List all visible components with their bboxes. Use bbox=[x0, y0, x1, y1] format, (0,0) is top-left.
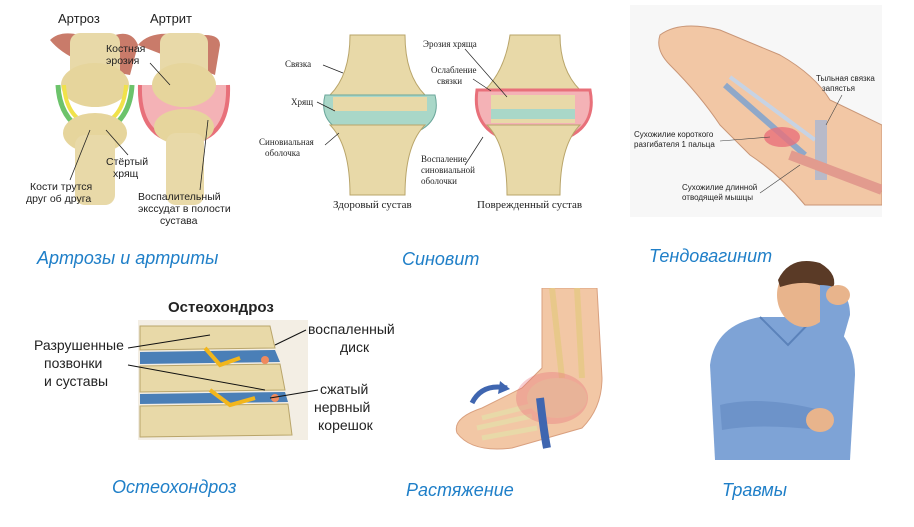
label-inflammation-2: синовиальной bbox=[421, 165, 475, 175]
label-inflamed-disc-2: диск bbox=[340, 339, 370, 355]
caption-osteochondrosis: Остеохондроз bbox=[112, 477, 237, 497]
label-long-tendon-2: отводящей мышцы bbox=[682, 193, 753, 202]
arthrosis-diagram: Артроз Артрит Костная эрозия Стёртый хря… bbox=[26, 11, 231, 227]
label-long-tendon-1: Сухожилие длинной bbox=[682, 183, 757, 192]
label-exudate-1: Воспалительный bbox=[138, 191, 221, 203]
title-arthrosis: Артроз bbox=[58, 11, 100, 26]
label-destroyed-2: позвонки bbox=[44, 355, 102, 371]
title-osteochondrosis: Остеохондроз bbox=[168, 299, 274, 316]
title-arthritis: Артрит bbox=[150, 11, 192, 26]
label-destroyed-1: Разрушенные bbox=[34, 337, 124, 353]
spine-illustration bbox=[138, 320, 308, 440]
label-weak-ligament-2: связки bbox=[437, 76, 462, 86]
label-short-tendon-1: Сухожилие короткого bbox=[634, 130, 714, 139]
label-worn-cartilage-1: Стёртый bbox=[106, 156, 148, 168]
label-exudate-2: экссудат в полости bbox=[138, 203, 231, 215]
label-nerve-3: корешок bbox=[318, 417, 374, 433]
synovitis-diagram: Связка Хрящ Синовиальная оболочка Эрозия… bbox=[259, 34, 593, 211]
caption-arthrosis: Артрозы и артриты bbox=[37, 248, 219, 268]
label-synovial-1: Синовиальная bbox=[259, 137, 314, 147]
label-bones-rub-1: Кости трутся bbox=[30, 181, 92, 193]
label-nerve-2: нервный bbox=[314, 399, 370, 415]
arthrosis-joint bbox=[50, 33, 138, 205]
caption-tendovaginitis: Тендовагинит bbox=[649, 246, 773, 266]
label-inflamed-disc-1: воспаленный bbox=[308, 321, 395, 337]
caption-synovitis: Синовит bbox=[402, 249, 480, 269]
label-weak-ligament-1: Ослабление bbox=[431, 65, 476, 75]
sprain-illustration bbox=[455, 288, 603, 450]
damaged-joint bbox=[474, 34, 593, 196]
label-worn-cartilage-2: хрящ bbox=[113, 168, 139, 180]
label-ligament: Связка bbox=[285, 59, 311, 69]
label-dorsal-ligament-1: Тыльная связка bbox=[816, 74, 875, 83]
label-bone-erosion-1: Костная bbox=[106, 43, 145, 55]
injury-photo bbox=[710, 261, 855, 460]
label-inflammation-3: оболочки bbox=[421, 176, 457, 186]
arthritis-joint bbox=[137, 33, 231, 205]
man-illustration bbox=[710, 261, 855, 460]
label-cartilage: Хрящ bbox=[291, 97, 313, 107]
label-healthy-joint: Здоровый сустав bbox=[333, 199, 412, 211]
label-destroyed-3: и суставы bbox=[44, 373, 108, 389]
label-bone-erosion-2: эрозия bbox=[106, 55, 139, 67]
label-cartilage-erosion: Эрозия хряща bbox=[423, 39, 477, 49]
healthy-joint bbox=[323, 34, 437, 196]
osteochondrosis-diagram: Остеохондроз Разрушенные позвонки и суст… bbox=[34, 299, 395, 440]
foot-illustration bbox=[455, 288, 603, 450]
hand-illustration bbox=[658, 25, 882, 206]
label-synovial-2: оболочка bbox=[265, 148, 300, 158]
label-nerve-1: сжатый bbox=[320, 381, 368, 397]
label-exudate-3: сустава bbox=[160, 215, 198, 227]
label-damaged-joint: Поврежденный сустав bbox=[477, 199, 582, 211]
label-bones-rub-2: друг об друга bbox=[26, 193, 91, 205]
caption-sprain: Растяжение bbox=[406, 480, 514, 500]
label-dorsal-ligament-2: запястья bbox=[822, 84, 855, 93]
label-inflammation-1: Воспаление bbox=[421, 154, 467, 164]
caption-injuries: Травмы bbox=[722, 480, 788, 500]
label-short-tendon-2: разгибателя 1 пальца bbox=[634, 140, 715, 149]
tendovaginitis-diagram: Тыльная связка запястья Сухожилие коротк… bbox=[630, 5, 882, 217]
